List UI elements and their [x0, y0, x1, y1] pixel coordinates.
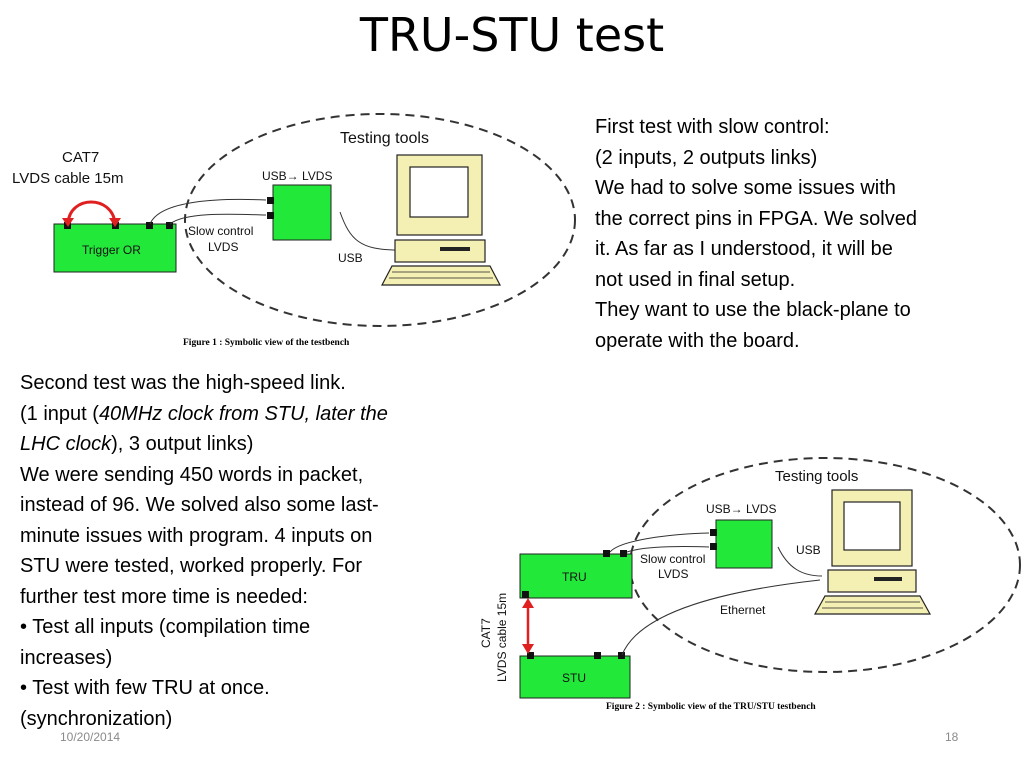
- text-line: LHC clock), 3 output links): [20, 433, 254, 455]
- connector: [710, 529, 717, 536]
- slow-control-label: Slow control: [640, 552, 705, 566]
- connector: [618, 652, 625, 659]
- trigger-or-label: Trigger OR: [82, 243, 141, 257]
- text-line: instead of 96. We solved also some last-: [20, 494, 379, 516]
- usb-label: USB: [338, 251, 363, 265]
- usb-label: USB: [796, 543, 821, 557]
- slide-number: 18: [945, 730, 959, 744]
- cable-label-lvds: LVDS cable 15m: [495, 593, 509, 682]
- text-line: STU were tested, worked properly. For: [20, 555, 362, 577]
- text-line: Second test was the high-speed link.: [20, 372, 346, 394]
- computer-icon: [381, 154, 501, 286]
- slow-control-label: Slow control: [188, 224, 253, 238]
- stu-label: STU: [562, 671, 586, 685]
- slide-date: 10/20/2014: [60, 730, 121, 744]
- cable-label-cat7: CAT7: [62, 149, 99, 166]
- connector: [146, 222, 153, 229]
- right-text-block: First test with slow control: (2 inputs,…: [595, 112, 917, 356]
- usb-cable: [777, 546, 823, 577]
- text-line: (1 input (40MHz clock from STU, later th…: [20, 402, 388, 425]
- arrow-head: [62, 218, 74, 227]
- cable-label-cat7: CAT7: [479, 618, 493, 648]
- slow-control-lvds-label: LVDS: [658, 567, 688, 581]
- ethernet-cable: [621, 579, 821, 656]
- slow-control-cable: [626, 546, 710, 553]
- connector: [527, 652, 534, 659]
- text-line: further test more time is needed:: [20, 585, 308, 608]
- connector: [603, 550, 610, 557]
- connector: [522, 591, 529, 598]
- text-line: minute issues with program. 4 inputs on: [20, 524, 373, 547]
- red-loop-cable: [66, 200, 117, 224]
- text-line: We were sending 450 words in packet,: [20, 463, 364, 486]
- cable-label-lvds: LVDS cable 15m: [12, 170, 123, 187]
- text-line: (synchronization): [20, 707, 173, 730]
- testing-tools-label: Testing tools: [775, 468, 858, 485]
- usb-lvds-board: [715, 519, 773, 569]
- slow-control-cable: [609, 532, 710, 553]
- text-line: They want to use the black-plane to: [595, 299, 911, 321]
- text-line: not used in final setup.: [595, 268, 796, 291]
- connector: [594, 652, 601, 659]
- slow-control-cable: [169, 213, 267, 225]
- figure-2-diagram: Testing tools USB→ LVDS TRU STU Slow con…: [479, 457, 1021, 712]
- usb-lvds-label: USB→ LVDS: [706, 502, 776, 516]
- stu-board: [519, 655, 631, 699]
- connector: [710, 543, 717, 550]
- tru-board: [519, 553, 633, 599]
- usb-lvds-label: USB→ LVDS: [262, 169, 332, 183]
- slow-control-lvds-label: LVDS: [208, 240, 238, 254]
- text-line: • Test with few TRU at once.: [20, 677, 270, 699]
- tru-label: TRU: [562, 570, 587, 584]
- text-line: operate with the board.: [595, 329, 800, 352]
- arrow-head: [522, 644, 534, 654]
- figure-2-caption: Figure 2 : Symbolic view of the TRU/STU …: [606, 702, 816, 712]
- text-line: First test with slow control:: [595, 116, 830, 138]
- figure-1-diagram: CAT7 LVDS cable 15m Testing tools USB→ L…: [12, 113, 576, 348]
- testing-tools-boundary: [184, 113, 576, 327]
- connector: [620, 550, 627, 557]
- slide-title: TRU-STU test: [359, 8, 665, 62]
- connector: [267, 212, 274, 219]
- figure-1-caption: Figure 1 : Symbolic view of the testbenc…: [183, 338, 350, 348]
- text-line: We had to solve some issues with: [595, 177, 896, 199]
- text-line: the correct pins in FPGA. We solved: [595, 207, 917, 230]
- text-line: (2 inputs, 2 outputs links): [595, 146, 818, 169]
- computer-icon: [813, 489, 932, 615]
- testing-tools-label: Testing tools: [340, 130, 429, 147]
- ethernet-label: Ethernet: [720, 603, 766, 617]
- arrow-head: [522, 598, 534, 608]
- text-line: it. As far as I understood, it will be: [595, 238, 893, 260]
- arrow-head: [109, 218, 121, 227]
- text-line: increases): [20, 646, 113, 669]
- usb-lvds-board: [272, 184, 332, 241]
- connector: [166, 222, 173, 229]
- usb-cable: [339, 211, 399, 251]
- left-text-block: Second test was the high-speed link. (1 …: [20, 368, 388, 734]
- slow-control-cable: [149, 198, 267, 225]
- connector: [267, 197, 274, 204]
- text-line: • Test all inputs (compilation time: [20, 616, 311, 638]
